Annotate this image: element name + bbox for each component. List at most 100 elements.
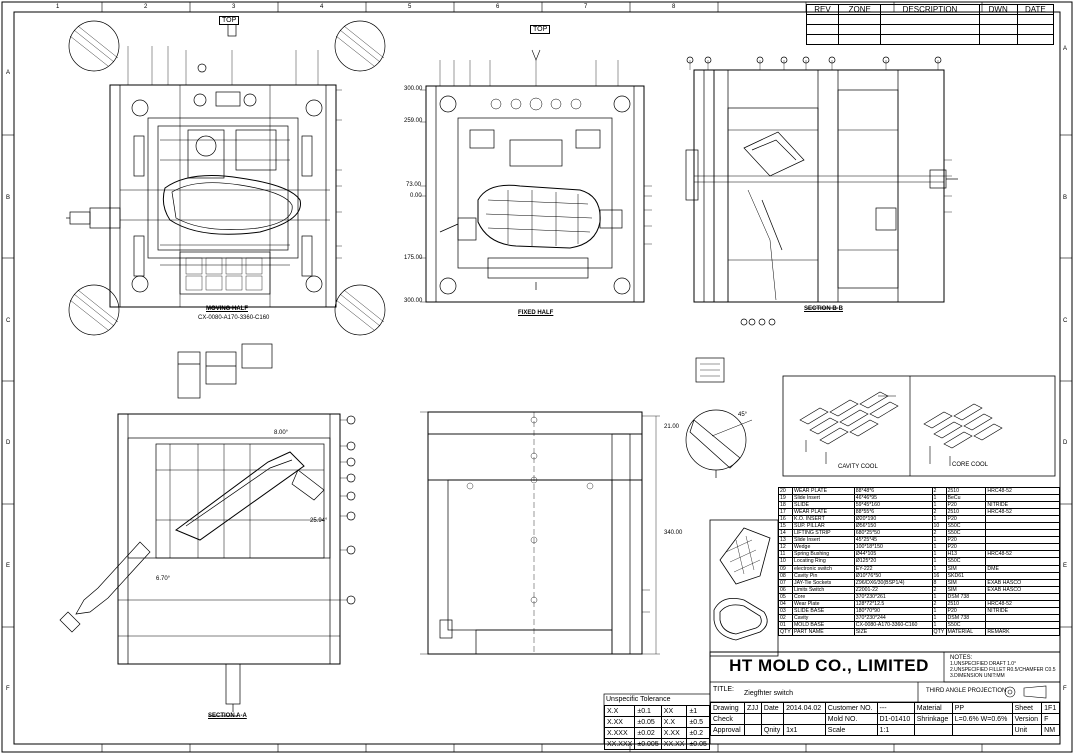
- core-cool-label: CORE COOL: [952, 462, 989, 468]
- bom-cell: Limits Switch: [791, 585, 855, 594]
- bom-cell: Z2001-22: [853, 585, 933, 594]
- bom-cell: 20: [778, 486, 793, 496]
- bom-cell: 2: [931, 486, 947, 496]
- tolerance-cell: ±0.2: [686, 727, 710, 739]
- grid-row-c: C: [6, 318, 11, 324]
- bom-cell: P20: [945, 501, 987, 510]
- bom-cell: QTY: [778, 627, 793, 636]
- date-header: DATE: [1016, 4, 1055, 15]
- bom-cell: SLIDE BASE: [791, 606, 855, 615]
- bom-cell: LIFTING STRIP: [791, 529, 855, 538]
- bom-cell: Locating Ring: [791, 557, 855, 566]
- bom-cell: 17: [778, 508, 793, 517]
- fixed-half-label: FIXED HALF: [518, 310, 554, 316]
- dim-fixed-mid-b: 0.00: [410, 193, 422, 199]
- section-a-label: SECTION A-A: [208, 713, 247, 719]
- moving-half-view: [66, 20, 386, 336]
- grid-row-b-right: B: [1063, 195, 1068, 201]
- material-value: PP: [951, 702, 1013, 714]
- dim-fixed-low-a: 175.00: [404, 255, 423, 261]
- grid-col-6: 6: [496, 4, 500, 10]
- bom-cell: P20: [945, 543, 987, 552]
- part-iso-images: [709, 519, 779, 657]
- bom-cell: 10: [931, 522, 947, 531]
- bom-cell: P20: [945, 536, 987, 545]
- mold-no-label: Mold NO.: [824, 713, 878, 725]
- notes-line-2: 2.UNSPECIFIED FILLET R0.5/CHAMFER C0.5: [950, 667, 1056, 673]
- bom-cell: 02: [778, 613, 793, 622]
- bom-cell: H13: [945, 550, 987, 559]
- tolerance-cell: X.XX: [603, 716, 636, 728]
- date-label: Date: [760, 702, 785, 714]
- bom-cell: 13: [778, 536, 793, 545]
- qty-label: Qnity: [760, 724, 785, 736]
- bom-cell: [985, 515, 1060, 524]
- grid-row-d-right: D: [1063, 440, 1068, 446]
- bom-cell: REMARK: [985, 627, 1060, 636]
- section-b-view: [685, 56, 958, 326]
- bom-cell: [985, 543, 1060, 552]
- version-value: F: [1041, 713, 1060, 725]
- grid-col-2: 2: [144, 4, 148, 10]
- bom-cell: 15: [778, 522, 793, 531]
- check-label: Check: [710, 713, 745, 725]
- bom-cell: 2: [931, 585, 947, 594]
- bom-cell: 128*72*12.5: [853, 599, 933, 608]
- bom-cell: Wear Plate: [791, 599, 855, 608]
- tolerance-cell: XX.XX: [660, 738, 688, 750]
- grid-col-8: 8: [672, 4, 676, 10]
- grid-row-a-right: A: [1063, 46, 1068, 52]
- scale-value: 1:1: [876, 724, 915, 736]
- mold-no-value: D1-01410: [876, 713, 915, 725]
- tolerance-cell: X.XX: [660, 727, 688, 739]
- bom-cell: 8: [931, 578, 947, 587]
- bom-cell: 09: [778, 564, 793, 573]
- dim-angle-2: 25.94°: [310, 518, 328, 524]
- bom-cell: SIZE: [853, 627, 933, 636]
- bom-cell: Ø10*76*50: [853, 571, 933, 580]
- material-label: Material: [913, 702, 953, 714]
- bom-cell: 1: [931, 613, 947, 622]
- bom-cell: 2: [931, 508, 947, 517]
- bom-cell: 1: [931, 515, 947, 524]
- drawing-value: ZJJ: [743, 702, 762, 714]
- bom-cell: WEAR PLATE: [791, 486, 855, 496]
- bom-cell: 2: [931, 599, 947, 608]
- projection-label: THIRD ANGLE PROJECTION: [926, 688, 1007, 694]
- bom-cell: [985, 536, 1060, 545]
- tolerance-cell: XX: [660, 705, 688, 717]
- title-value: Ziegfhter switch: [744, 690, 794, 697]
- side-view: [420, 411, 660, 655]
- bom-cell: Z96/DX6/30(BSP1/4): [853, 578, 933, 587]
- bom-cell: 1: [931, 564, 947, 573]
- zone-header: ZONE: [838, 4, 882, 15]
- scale-label: Scale: [824, 724, 878, 736]
- bom-cell: [985, 522, 1060, 531]
- dim-fixed-low-b: 300.00: [404, 298, 423, 304]
- dim-fixed-mid-a: 73.00: [406, 182, 422, 188]
- bom-cell: 1: [931, 606, 947, 615]
- bom-cell: Wedge: [791, 543, 855, 552]
- moving-half-label: MOVING HALF: [206, 306, 248, 312]
- bom-cell: [985, 494, 1060, 503]
- tolerance-cell: ±0.02: [634, 727, 662, 739]
- grid-col-7: 7: [584, 4, 588, 10]
- bom-cell: 370*230*261: [853, 592, 933, 601]
- grid-col-3: 3: [232, 4, 236, 10]
- grid-col-1: 1: [56, 4, 60, 10]
- grid-row-e-right: E: [1063, 563, 1068, 569]
